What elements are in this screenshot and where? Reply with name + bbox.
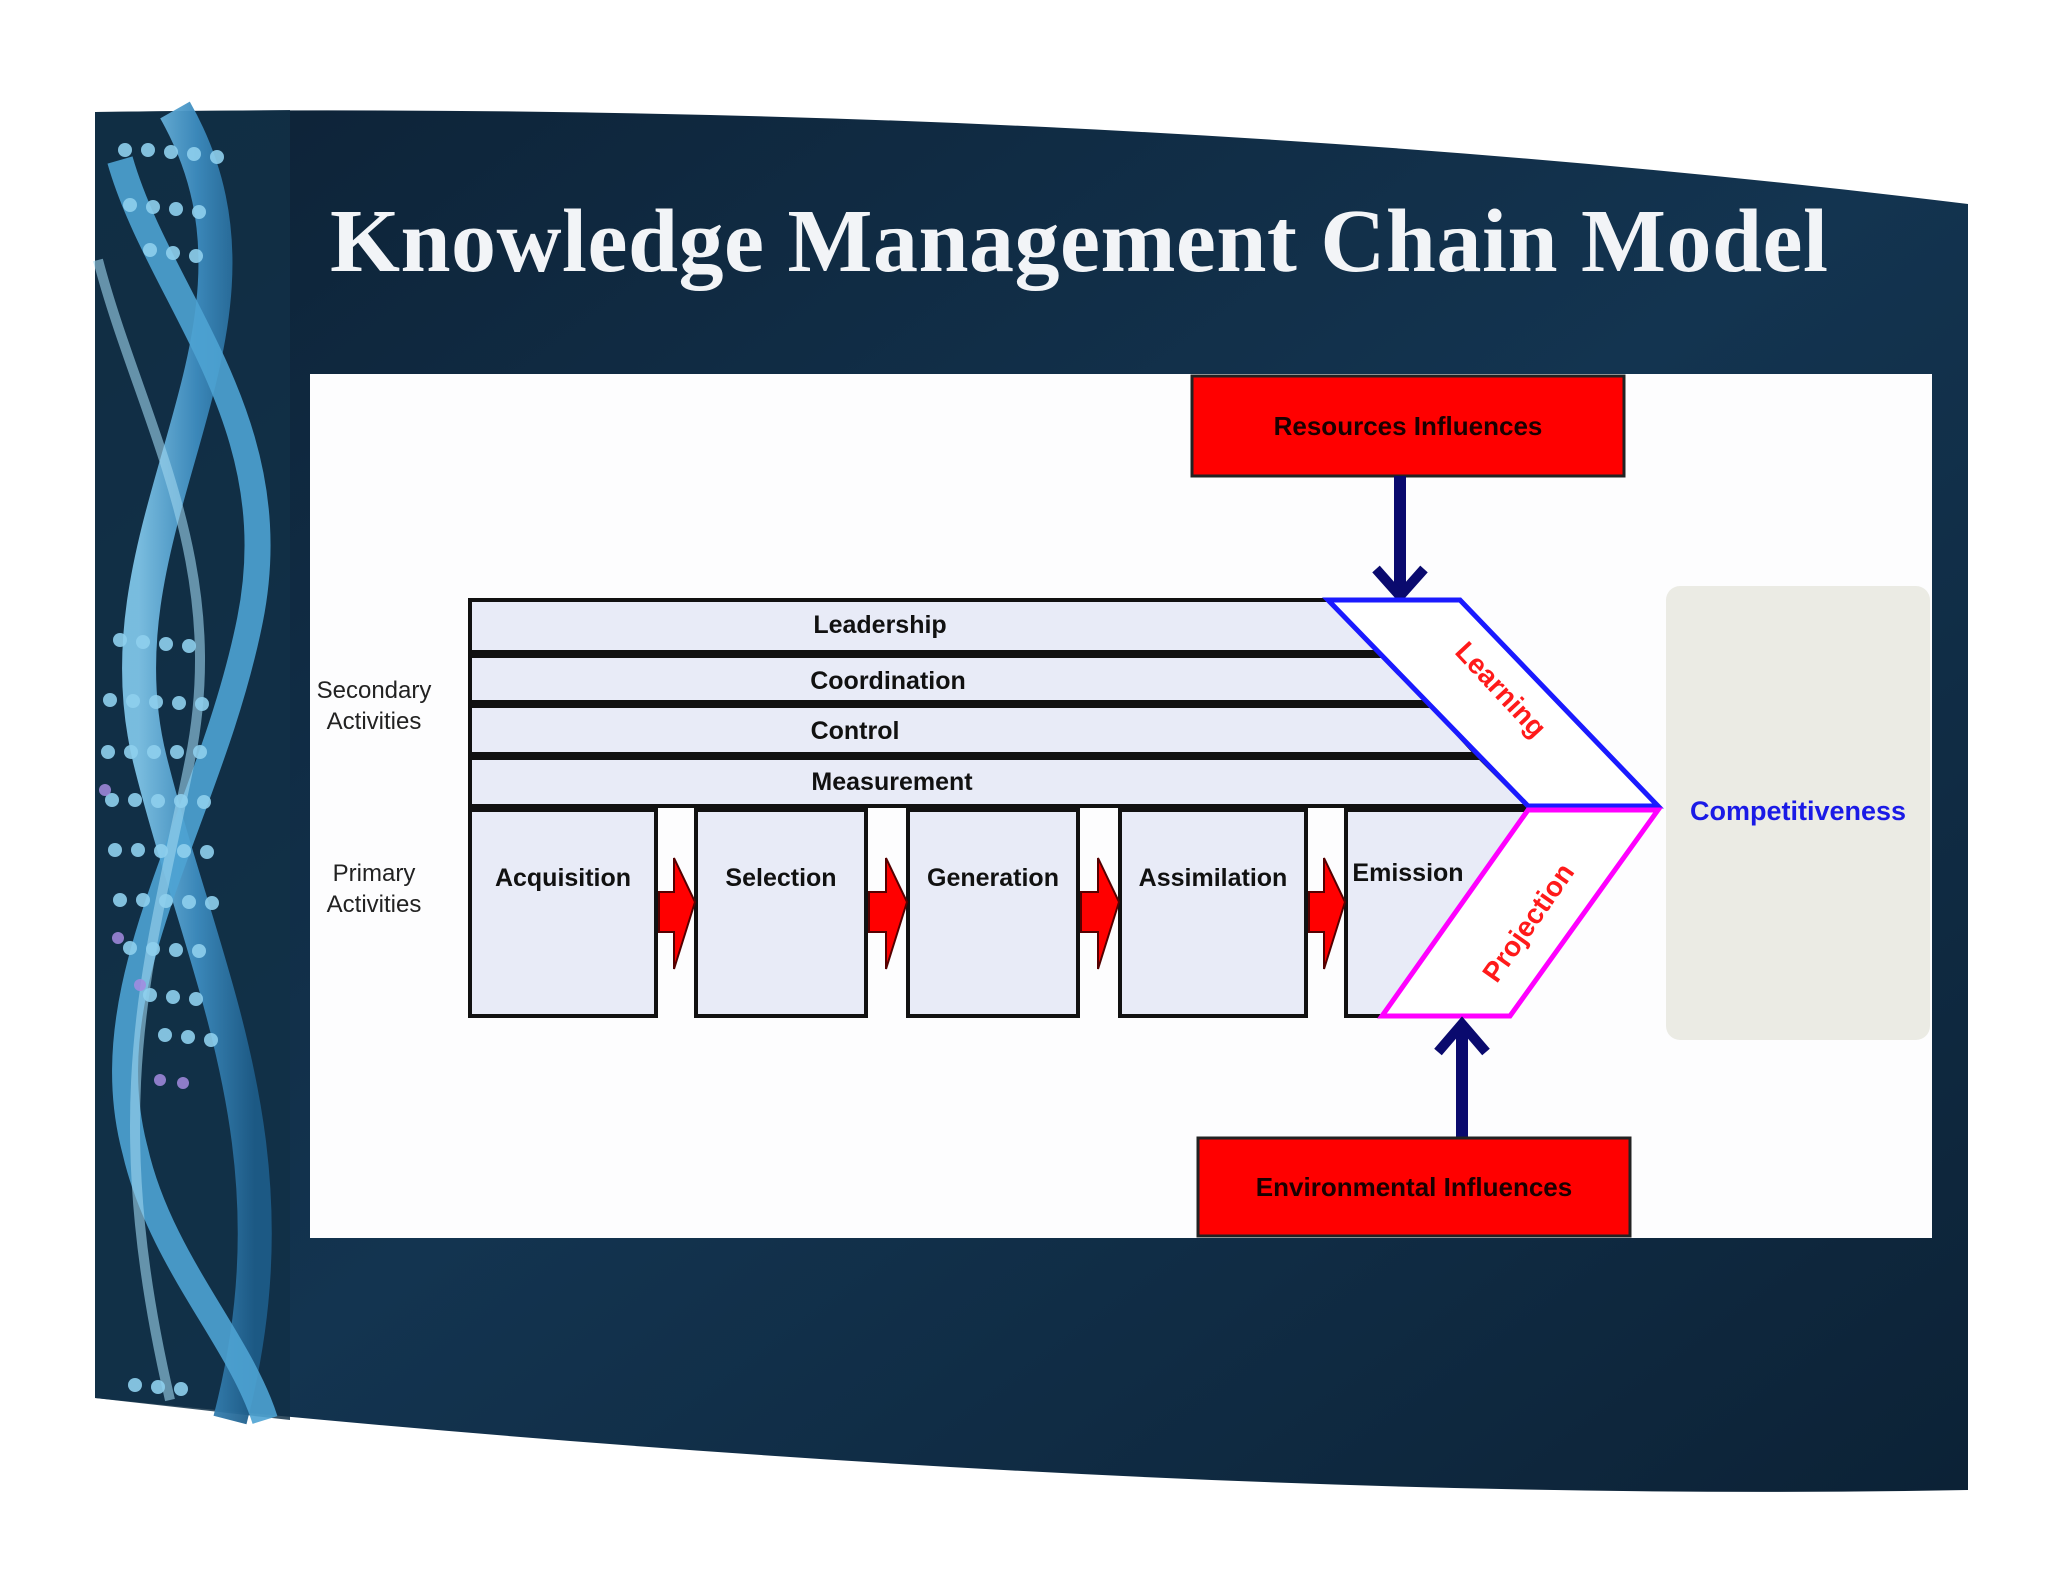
projection-chevron bbox=[1377, 807, 1663, 1019]
resources-influences-box bbox=[1190, 374, 1626, 478]
primary-label-acquisition: Acquisition bbox=[495, 864, 631, 892]
secondary-bar-measurement bbox=[468, 756, 1533, 808]
flow-arrow-3 bbox=[1080, 857, 1121, 970]
primary-label-emission: Emission bbox=[1352, 859, 1463, 887]
secondary-label-control: Control bbox=[811, 717, 900, 745]
secondary-label-leadership: Leadership bbox=[813, 611, 946, 639]
flow-arrow-2 bbox=[868, 857, 909, 970]
flow-arrow-4 bbox=[1308, 857, 1347, 970]
primary-label-selection: Selection bbox=[725, 864, 836, 892]
primary-label-generation: Generation bbox=[927, 864, 1059, 892]
secondary-label-measurement: Measurement bbox=[811, 768, 973, 796]
knowledge-chain-diagram: Resources Influences Leadership Coordina… bbox=[317, 374, 1930, 1238]
primary-label-assimilation: Assimilation bbox=[1139, 864, 1288, 892]
resources-influence-arrowhead bbox=[1372, 565, 1428, 604]
resources-influences-label: Resources Influences bbox=[1274, 411, 1543, 441]
secondary-activities-label-line1: Secondary bbox=[317, 677, 432, 704]
secondary-label-coordination: Coordination bbox=[810, 667, 966, 695]
secondary-activities-label-line2: Activities bbox=[327, 708, 422, 735]
primary-box-assimilation bbox=[1118, 808, 1308, 1018]
learning-chevron bbox=[1322, 597, 1664, 809]
secondary-bar-control bbox=[468, 704, 1481, 756]
environmental-influence-arrowhead bbox=[1434, 1016, 1490, 1056]
slide-title: Knowledge Management Chain Model bbox=[330, 192, 1829, 291]
primary-box-selection bbox=[694, 808, 868, 1018]
diagram-panel: Resources Influences Leadership Coordina… bbox=[310, 374, 1932, 1238]
primary-activities-label-line1: Primary bbox=[333, 860, 416, 887]
competitiveness-label: Competitiveness bbox=[1690, 796, 1906, 826]
environmental-influences-box bbox=[1196, 1136, 1632, 1238]
competitiveness-box bbox=[1666, 586, 1930, 1040]
primary-box-generation bbox=[906, 808, 1080, 1018]
primary-activities-label-line2: Activities bbox=[327, 891, 422, 918]
primary-box-acquisition bbox=[468, 808, 658, 1018]
environmental-influences-label: Environmental Influences bbox=[1256, 1172, 1572, 1202]
flow-arrow-1 bbox=[658, 857, 697, 970]
